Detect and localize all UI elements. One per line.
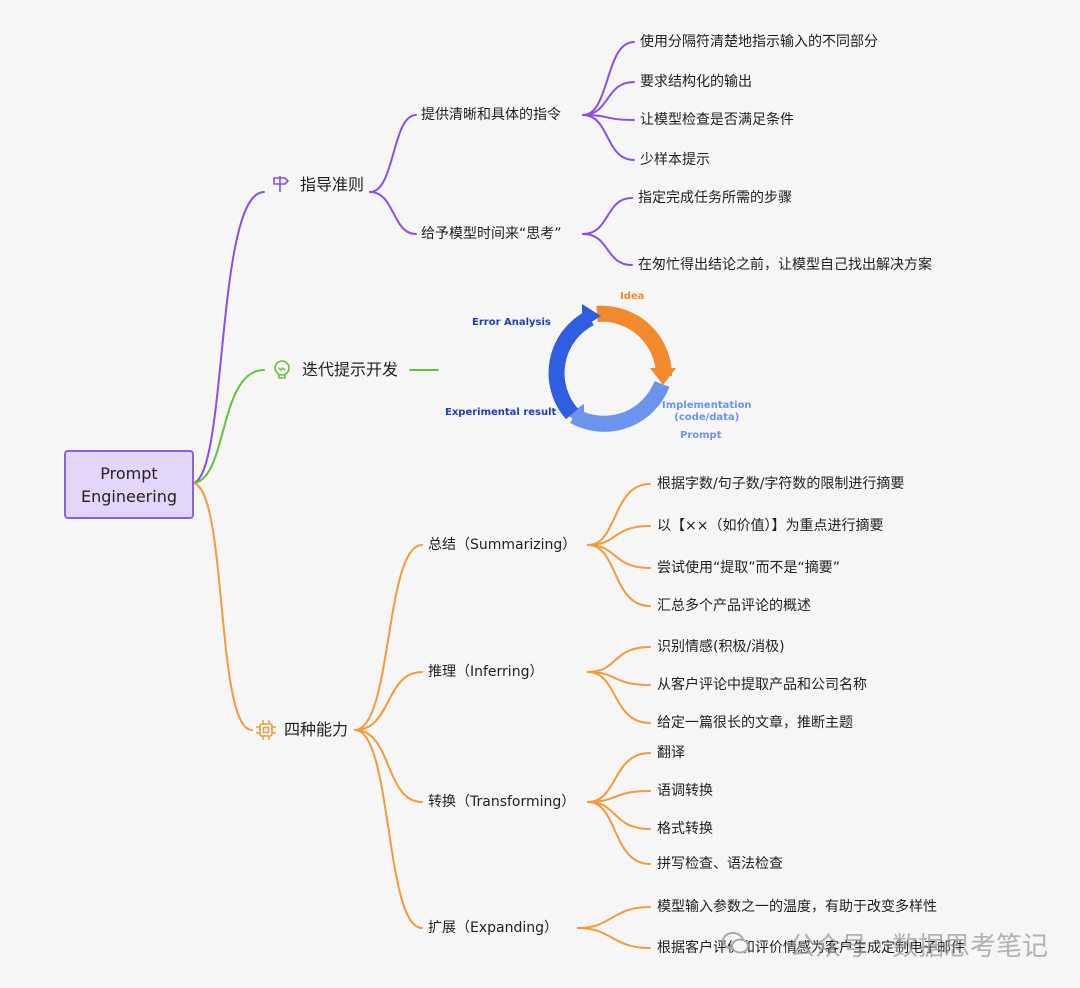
- leaf-sentiment[interactable]: 识别情感(积极/消极): [657, 639, 785, 655]
- leaf-structured-output[interactable]: 要求结构化的输出: [640, 74, 752, 90]
- sub-time-to-think[interactable]: 给予模型时间来“思考”: [421, 226, 562, 242]
- sub-inferring[interactable]: 推理（Inferring）: [428, 664, 544, 680]
- connector-guidelines-sub2: [369, 191, 417, 235]
- leaf-extract-vs-summary[interactable]: 尝试使用“提取”而不是“摘要”: [657, 560, 841, 576]
- cycle-arrowhead-idea: [582, 304, 601, 328]
- connector-root-guidelines: [191, 191, 265, 484]
- leaf-few-shot[interactable]: 少样本提示: [640, 152, 710, 168]
- branch-abilities[interactable]: 四种能力: [284, 720, 349, 739]
- cycle-label-prompt: Prompt: [680, 430, 722, 441]
- cycle-arrowhead-result: [567, 404, 584, 426]
- sub-transforming[interactable]: 转换（Transforming）: [428, 794, 576, 810]
- connector-root-iterative: [191, 369, 265, 484]
- cycle-arc-error: [548, 310, 594, 420]
- sub-expanding[interactable]: 扩展（Expanding）: [428, 920, 559, 936]
- cycle-label-idea: Idea: [620, 291, 645, 302]
- cycle-label-error-analysis: Error Analysis: [472, 317, 551, 328]
- leaf-summary-focus[interactable]: 以【××（如价值）】为重点进行摘要: [657, 518, 884, 534]
- sub-clear-instructions[interactable]: 提供清晰和具体的指令: [421, 107, 561, 123]
- branch-iterative[interactable]: 迭代提示开发: [302, 360, 399, 379]
- connector-guidelines-sub1: [369, 114, 417, 193]
- watermark: 公众号 · 数据思考笔记: [789, 932, 1048, 962]
- cycle-diagram: [548, 304, 676, 432]
- leaf-multi-review[interactable]: 汇总多个产品评论的概述: [657, 598, 811, 614]
- leaf-tone[interactable]: 语调转换: [657, 783, 713, 799]
- cycle-arrowhead-implementation: [650, 368, 676, 385]
- leaf-check-conditions[interactable]: 让模型检查是否满足条件: [640, 112, 794, 128]
- connector-root-abilities: [191, 482, 253, 731]
- sub-summarizing[interactable]: 总结（Summarizing）: [428, 537, 577, 553]
- cycle-arc-implementation: [570, 380, 670, 432]
- branch-guidelines[interactable]: 指导准则: [300, 175, 365, 194]
- wechat-icon: [722, 930, 750, 960]
- leaf-delimiters[interactable]: 使用分隔符清楚地指示输入的不同部分: [640, 34, 878, 50]
- leaf-spelling-grammar[interactable]: 拼写检查、语法检查: [657, 856, 783, 872]
- chip-icon: [255, 719, 276, 740]
- leaf-format[interactable]: 格式转换: [657, 821, 713, 837]
- leaf-temperature[interactable]: 模型输入参数之一的温度，有助于改变多样性: [657, 899, 937, 915]
- leaf-infer-topics[interactable]: 给定一篇很长的文章，推断主题: [657, 715, 853, 731]
- leaf-extract-names[interactable]: 从客户评论中提取产品和公司名称: [657, 677, 867, 693]
- signpost-icon: [270, 174, 290, 194]
- leaf-own-solution[interactable]: 在匆忙得出结论之前，让模型自己找出解决方案: [638, 257, 932, 273]
- leaf-translate[interactable]: 翻译: [657, 745, 685, 761]
- cycle-arc-idea: [596, 305, 673, 377]
- lightbulb-icon: [272, 359, 292, 379]
- root-node[interactable]: Prompt Engineering: [64, 450, 194, 519]
- cycle-label-experimental-result: Experimental result: [445, 407, 557, 418]
- cycle-label-implementation: Implementation (code/data): [662, 400, 752, 423]
- leaf-specify-steps[interactable]: 指定完成任务所需的步骤: [638, 190, 792, 206]
- leaf-summary-limit[interactable]: 根据字数/句子数/字符数的限制进行摘要: [657, 476, 905, 492]
